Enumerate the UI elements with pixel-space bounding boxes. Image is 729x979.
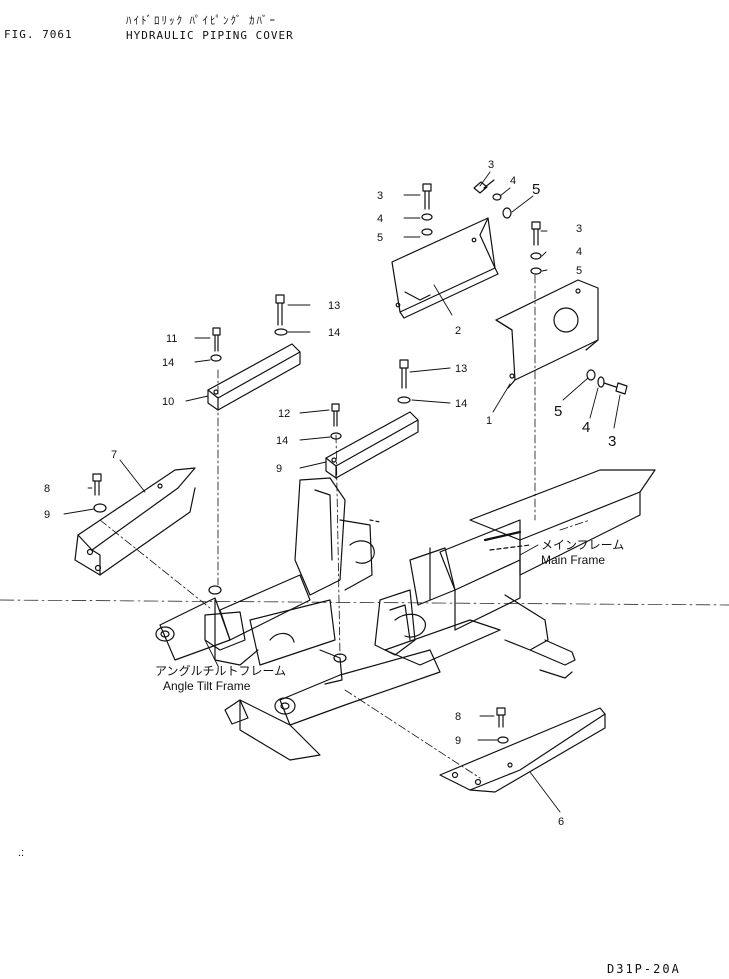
bolts: [92, 179, 628, 728]
figure-number: FIG. 7061: [4, 28, 73, 41]
callout-5: 5: [532, 181, 540, 198]
callout-14: 14: [276, 435, 288, 447]
skid-plate-left: [74, 467, 196, 576]
cover-part-10: [325, 411, 419, 479]
callout-10: 9: [276, 463, 282, 475]
callout-5: 5: [576, 265, 582, 277]
callout-12: 11: [166, 333, 177, 345]
callout-11: 10: [162, 396, 174, 408]
tilt-frame-label-en: Angle Tilt Frame: [163, 679, 251, 693]
callout-13: 13: [455, 363, 467, 375]
callout-5: 5: [377, 232, 383, 244]
callout-9: 9: [455, 735, 461, 747]
callout-6: 6: [558, 816, 564, 828]
callout-4: 4: [582, 419, 590, 436]
callout-3: 3: [377, 190, 383, 202]
callout-14: 14: [328, 327, 340, 339]
callout-3: 3: [608, 433, 616, 450]
tilt-frame-drawing: [155, 477, 441, 761]
callout-4: 4: [510, 175, 516, 187]
tilt-frame-label-jp: アングルチルトフレーム: [155, 664, 287, 678]
main-frame-label-jp: メインフレーム: [541, 538, 625, 552]
skid-plate-right: [439, 707, 606, 793]
main-frame-label: メインフレーム Main Frame: [541, 538, 624, 568]
callout-3: 3: [576, 223, 582, 235]
callout-13: 13: [328, 300, 340, 312]
callout-1: 1: [486, 415, 492, 427]
callout-4: 4: [576, 246, 582, 258]
callout-9: 9: [44, 509, 50, 521]
callout-14: 14: [455, 398, 467, 410]
callout-8: 8: [44, 483, 50, 495]
callout-8: 8: [455, 711, 461, 723]
callout-5: 5: [554, 403, 562, 420]
callout-3: 3: [488, 159, 494, 171]
cover-part-2: [391, 217, 499, 319]
callouts: 3 4 5 3 4 5 3 4 5 2 13 14 11 14 10 13 14…: [18, 159, 616, 859]
cover-part-1: [495, 279, 599, 389]
leader-lines: [63, 171, 621, 813]
title-english: HYDRAULIC PIPING COVER: [126, 29, 294, 42]
callout-12: 12: [278, 408, 290, 420]
main-frame-label-en: Main Frame: [541, 553, 606, 567]
angle-tilt-frame-label: アングルチルトフレーム Angle Tilt Frame: [155, 664, 286, 694]
callout-14: 14: [162, 357, 174, 369]
callout-7: 7: [111, 449, 117, 461]
mounting-lines: [99, 274, 591, 779]
speck: .:: [18, 847, 24, 859]
title-japanese: ﾊｲﾄﾞﾛﾘｯｸ ﾊﾟｲﾋﾟﾝｸﾞ ｶﾊﾞｰ: [126, 14, 277, 27]
centerline: [0, 599, 729, 606]
callout-2: 2: [455, 325, 461, 337]
washers: [93, 193, 605, 744]
main-frame-drawing: [374, 469, 656, 679]
cover-part-11: [207, 343, 301, 411]
drawing-code: D31P-20A: [607, 962, 681, 976]
callout-4: 4: [377, 213, 383, 225]
